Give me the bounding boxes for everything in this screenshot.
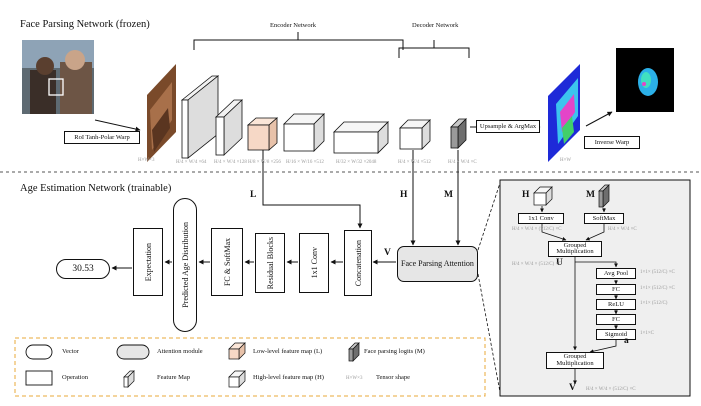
- relu-box: ReLU: [596, 299, 636, 310]
- letter-v: V: [384, 248, 391, 258]
- shape-out: H×W: [560, 158, 572, 163]
- legend-logits-glyph: [348, 342, 360, 362]
- letter-l: L: [250, 190, 257, 200]
- panel-shape-fc1: 1×1× (512/C) ×C: [640, 286, 675, 291]
- inverse-warp-box: Inverse Warp: [584, 136, 640, 149]
- legend-high-level-glyph: [228, 370, 246, 388]
- expectation-box: Expectation: [133, 228, 163, 296]
- legend-low-level: Low-level feature map (L): [253, 348, 323, 355]
- expectation-label: Expectation: [143, 242, 153, 282]
- upsample-box: Upsample & ArgMax: [476, 120, 540, 133]
- predicted-age-distribution: Predicted Age Distribution: [173, 198, 197, 332]
- input-photo: [22, 40, 94, 114]
- residual-blocks-label: Residual Blocks: [265, 236, 275, 290]
- panel-letter-h: H: [522, 190, 530, 200]
- panel-letter-a: a: [624, 336, 629, 346]
- panel-letter-v: V: [569, 383, 576, 393]
- low-level-feature-map: [246, 117, 279, 151]
- panel-shape-v: H/4 × W/4 × (512/C) ×C: [586, 387, 636, 392]
- legend-attention-glyph: [116, 344, 150, 360]
- face-parsing-logits-map: [450, 118, 467, 149]
- feature-map-2: [214, 99, 244, 156]
- shape-4: H/16 × W/16 ×512: [286, 160, 324, 165]
- grouped-multiplication-1: Grouped Multiplication: [548, 241, 602, 257]
- panel-letter-u: U: [556, 258, 563, 268]
- legend-tensor-example: H×W×3: [346, 376, 363, 381]
- legend-high-level: High-level feature map (H): [253, 374, 324, 381]
- legend-operation-glyph: [25, 370, 53, 386]
- face-parsing-attention-box: Face Parsing Attention: [397, 246, 478, 282]
- encoder-label: Encoder Network: [270, 22, 317, 29]
- warped-face: [147, 64, 176, 162]
- legend-feature-map: Feature Map: [157, 374, 191, 381]
- shape-2: H/4 × W/4 ×128: [214, 160, 247, 165]
- panel-shape-u: H/4 × W/4 × (512/C) ×C: [512, 262, 562, 267]
- concatenation-box: Concatenation: [344, 230, 372, 296]
- legend-feature-map-glyph: [123, 370, 135, 388]
- grouped-multiplication-2: Grouped Multiplication: [546, 352, 604, 369]
- feature-map-4: [283, 113, 325, 152]
- shape-7: H/4 × W/4 ×C: [448, 160, 477, 165]
- panel-shape-sig: 1×1×C: [640, 331, 654, 336]
- segmentation-map: [548, 64, 580, 162]
- panel-shape-pool: 1×1× (512/C) ×C: [640, 270, 675, 275]
- fc-softmax-box: FC & SoftMax: [211, 228, 243, 296]
- panel-shape-conv: H/4 × W/4 × (512/C) ×C: [512, 227, 562, 232]
- fc1-box: FC: [596, 284, 636, 295]
- panel-letter-m: M: [586, 190, 595, 200]
- high-level-feature-map: [399, 119, 431, 150]
- shape-3: H/8 × W/8 ×256: [248, 160, 281, 165]
- legend-frame: [14, 337, 486, 397]
- age-estimation-title: Age Estimation Network (trainable): [20, 183, 172, 194]
- conv1x1-box: 1x1 Conv: [299, 233, 329, 293]
- panel-conv-box: 1x1 Conv: [518, 213, 564, 224]
- letter-h: H: [400, 190, 408, 200]
- output-mask: [616, 48, 674, 112]
- roi-warp-box: RoI Tanh-Polar Warp: [64, 131, 140, 144]
- shape-6: H/4 × W/4 ×512: [398, 160, 431, 165]
- sigmoid-box: Sigmoid: [596, 329, 636, 340]
- panel-shape-relu: 1×1× (512/C): [640, 301, 668, 306]
- panel-m-slab: [598, 184, 610, 208]
- fc-softmax-label: FC & SoftMax: [222, 237, 232, 286]
- output-value: 30.53: [56, 259, 110, 279]
- letter-m: M: [444, 190, 453, 200]
- shape-1: H/4 × W/4 ×64: [176, 160, 207, 165]
- legend-attention: Attention module: [157, 348, 203, 355]
- avg-pool-box: Avg Pool: [596, 268, 636, 279]
- legend-vector: Vector: [62, 348, 79, 355]
- panel-softmax-box: SoftMax: [584, 213, 624, 224]
- legend-logits: Face parsing logits (M): [364, 348, 425, 355]
- conv1x1-label: 1x1 Conv: [309, 247, 319, 279]
- panel-shape-softmax: H/4 × W/4 ×C: [608, 227, 637, 232]
- fc2-box: FC: [596, 314, 636, 325]
- panel-h-cube: [533, 186, 553, 206]
- feature-map-5: [333, 121, 389, 154]
- legend-operation: Operation: [62, 374, 88, 381]
- residual-blocks-box: Residual Blocks: [255, 233, 285, 293]
- decoder-label: Decoder Network: [412, 22, 459, 29]
- face-parsing-title: Face Parsing Network (frozen): [20, 19, 150, 30]
- legend-low-level-glyph: [228, 342, 246, 360]
- feature-map-1: [180, 75, 220, 159]
- legend-tensor-shape: Tensor shape: [376, 374, 411, 381]
- shape-input: H×W×3: [138, 158, 155, 163]
- predicted-age-label: Predicted Age Distribution: [180, 222, 190, 308]
- shape-5: H/32 × W/32 ×2048: [336, 160, 377, 165]
- legend-vector-glyph: [25, 344, 53, 360]
- concatenation-label: Concatenation: [353, 239, 363, 287]
